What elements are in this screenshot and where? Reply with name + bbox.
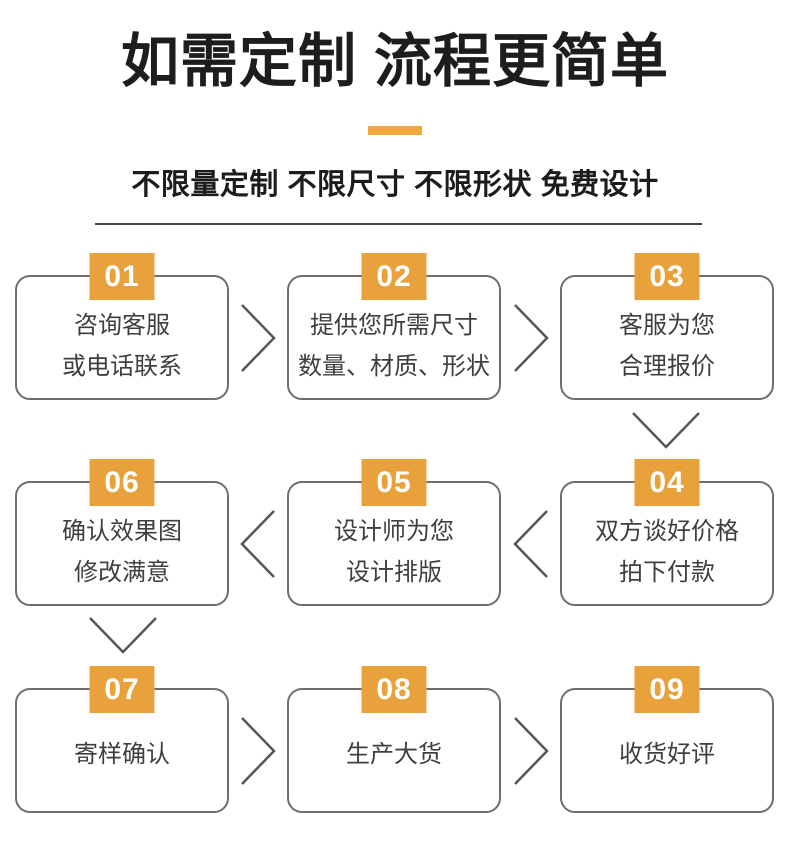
step-card-07: 07 寄样确认 [15, 666, 229, 813]
step-card-02: 02 提供您所需尺寸 数量、材质、形状 [287, 253, 501, 400]
step-number-badge: 04 [634, 459, 700, 506]
arrow-right-icon [240, 716, 276, 786]
step-card-06: 06 确认效果图 修改满意 [15, 459, 229, 606]
page-title: 如需定制 流程更简单 [120, 29, 670, 94]
step-number-badge: 08 [361, 666, 427, 713]
step-description: 生产大货 [346, 726, 442, 775]
step-number-badge: 01 [89, 253, 155, 300]
step-description: 咨询客服 或电话联系 [62, 289, 182, 387]
step-line: 客服为您 [619, 311, 715, 339]
step-line: 寄样确认 [74, 741, 170, 768]
step-line: 咨询客服 [74, 311, 170, 339]
step-number-badge: 05 [361, 459, 427, 506]
step-description: 双方谈好价格 拍下付款 [595, 495, 739, 593]
arrow-down-icon [88, 616, 158, 654]
step-card-01: 01 咨询客服 或电话联系 [15, 253, 229, 400]
step-card-09: 09 收货好评 [560, 666, 774, 813]
arrow-right-icon [240, 303, 276, 373]
arrow-right-icon [513, 716, 549, 786]
step-line: 确认效果图 [62, 517, 182, 545]
step-description: 客服为您 合理报价 [619, 289, 715, 387]
step-line: 生产大货 [346, 741, 442, 768]
step-line: 收货好评 [619, 741, 715, 768]
step-number-badge: 09 [634, 666, 700, 713]
step-card-05: 05 设计师为您 设计排版 [287, 459, 501, 606]
step-line: 设计排版 [346, 558, 442, 586]
step-number-badge: 07 [89, 666, 155, 713]
step-description: 确认效果图 修改满意 [62, 495, 182, 593]
step-line: 拍下付款 [619, 558, 715, 586]
step-number-badge: 03 [634, 253, 700, 300]
step-description: 设计师为您 设计排版 [334, 495, 454, 593]
step-line: 合理报价 [619, 352, 715, 380]
arrow-down-icon [631, 411, 701, 449]
step-number-badge: 02 [361, 253, 427, 300]
section-divider [95, 223, 702, 225]
step-line: 数量、材质、形状 [298, 352, 490, 380]
step-line: 提供您所需尺寸 [310, 311, 478, 339]
step-description: 提供您所需尺寸 数量、材质、形状 [298, 289, 490, 387]
step-line: 设计师为您 [334, 517, 454, 545]
step-line: 修改满意 [74, 558, 170, 586]
arrow-right-icon [513, 303, 549, 373]
arrow-left-icon [513, 509, 549, 579]
step-card-04: 04 双方谈好价格 拍下付款 [560, 459, 774, 606]
step-line: 双方谈好价格 [595, 517, 739, 545]
step-card-03: 03 客服为您 合理报价 [560, 253, 774, 400]
page-subtitle: 不限量定制 不限尺寸 不限形状 免费设计 [131, 169, 659, 201]
step-card-08: 08 生产大货 [287, 666, 501, 813]
step-number-badge: 06 [89, 459, 155, 506]
title-accent-dash [368, 126, 422, 135]
arrow-left-icon [240, 509, 276, 579]
step-line: 或电话联系 [62, 352, 182, 380]
step-description: 收货好评 [619, 726, 715, 775]
step-description: 寄样确认 [74, 726, 170, 775]
